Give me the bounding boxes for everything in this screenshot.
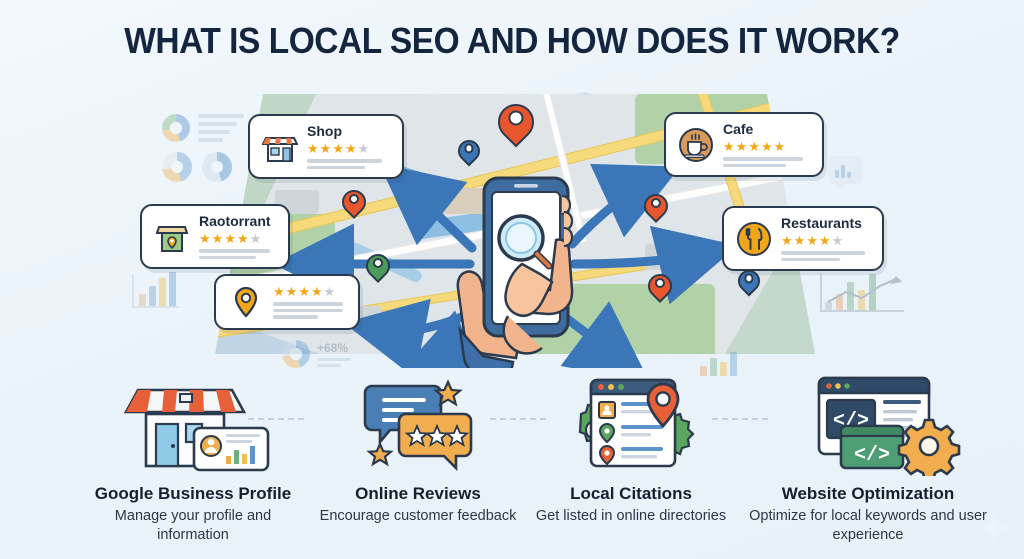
rating-stars: ★★★★★ (199, 231, 262, 246)
growth-arrow-icon (827, 276, 902, 303)
placeholder-lines (199, 249, 276, 259)
deco-growth-chart-right (820, 274, 904, 324)
storefront-profile-card-icon (78, 368, 308, 476)
svg-text:</>: </> (854, 444, 890, 467)
map-pin-orange-large (490, 96, 542, 148)
map-pin-green-1 (361, 249, 395, 283)
deco-bar-chart-left (132, 272, 179, 308)
fork-knife-icon (736, 221, 772, 257)
listing-card-unnamed[interactable]: ★★★★★ (214, 274, 360, 330)
placeholder-lines (273, 302, 346, 319)
map-pin-blue-2 (733, 265, 765, 297)
step-separator-1 (248, 418, 304, 420)
step-desc: Get listed in online directories (535, 508, 727, 524)
listing-name: Shop (307, 123, 342, 139)
hero-map-section: Shop ★★★★★ Cafe ★★★ (0, 78, 1024, 380)
deco-bar-chart-right-small (700, 350, 737, 376)
speech-bubbles-stars-icon (303, 368, 533, 476)
deco-chat-badge (828, 156, 862, 189)
coffee-cup-icon (678, 127, 714, 163)
step-desc: Encourage customer feedback (319, 508, 517, 524)
step-desc: Optimize for local keywords and user exp… (749, 508, 987, 543)
growth-stat-value: +68% (317, 341, 349, 355)
code-window-gear-icon: </> </> (728, 368, 1008, 482)
deco-donut-cluster (162, 114, 244, 182)
rating-stars: ★★★★★ (307, 141, 370, 156)
map-pin-icon (228, 284, 264, 320)
map-pin-orange-2 (639, 189, 673, 223)
step-separator-2 (490, 418, 546, 420)
listing-card-restaurant-left[interactable]: Raotorrant ★★★★★ (140, 204, 290, 269)
deco-growth-stat: +68% (282, 340, 351, 368)
step-website-optimization[interactable]: </> </> Website Optim (728, 368, 1008, 544)
storefront-icon (261, 129, 299, 165)
placeholder-lines (723, 157, 810, 167)
rating-stars: ★★★★★ (273, 284, 336, 300)
map-pin-orange-1 (337, 185, 371, 219)
step-online-reviews[interactable]: Online Reviews Encourage customer feedba… (303, 368, 533, 526)
watermark-icon (976, 511, 1010, 545)
storefront-pin-icon (154, 219, 190, 255)
listing-name: Restaurants (781, 215, 862, 231)
listing-card-cafe[interactable]: Cafe ★★★★★ (664, 112, 824, 177)
listing-name: Cafe (723, 121, 754, 137)
step-desc: Manage your profile and information (114, 508, 272, 543)
step-title: Online Reviews (355, 484, 481, 503)
placeholder-lines (781, 251, 870, 261)
listing-card-shop[interactable]: Shop ★★★★★ (248, 114, 404, 179)
listing-name: Raotorrant (199, 213, 271, 229)
map-pin-orange-3 (643, 269, 677, 303)
phone-in-hands (452, 160, 602, 380)
directory-listing-gears-icon (516, 368, 746, 476)
page-title: WHAT IS LOCAL SEO AND HOW DOES IT WORK? (124, 20, 900, 61)
map-pin-blue-1 (453, 135, 485, 167)
rating-stars: ★★★★★ (723, 139, 786, 154)
step-title: Local Citations (570, 484, 692, 503)
steps-section: Google Business Profile Manage your prof… (0, 368, 1024, 559)
step-title: Google Business Profile (94, 484, 292, 503)
placeholder-lines (307, 159, 390, 169)
step-separator-3 (712, 418, 768, 420)
step-google-business-profile[interactable]: Google Business Profile Manage your prof… (78, 368, 308, 544)
listing-card-restaurants-right[interactable]: Restaurants ★★★★★ (722, 206, 884, 271)
rating-stars: ★★★★★ (781, 233, 844, 248)
step-local-citations[interactable]: Local Citations Get listed in online dir… (516, 368, 746, 526)
step-title: Website Optimization (781, 484, 955, 503)
